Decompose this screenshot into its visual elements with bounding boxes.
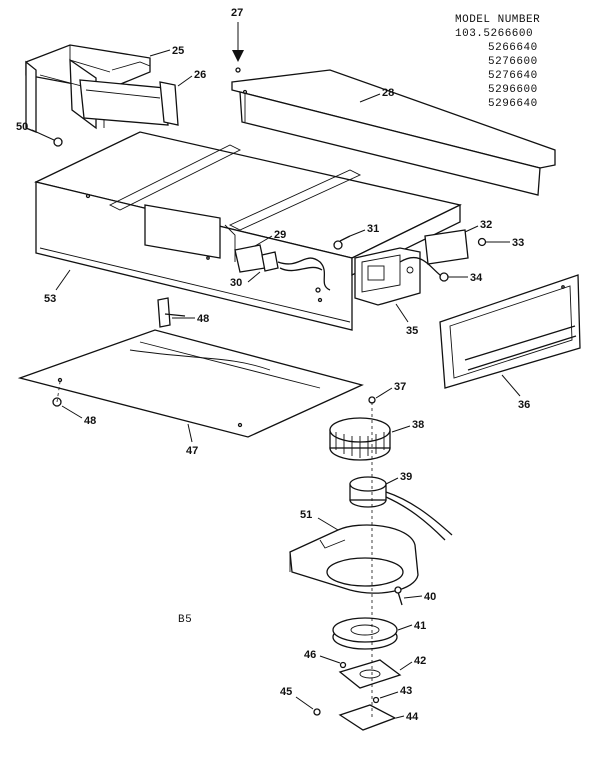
- svg-text:53: 53: [44, 293, 56, 305]
- part-29-30-switch-cord: [234, 244, 331, 293]
- part-48-screw: [52, 381, 62, 407]
- label-37: 37: [375, 381, 406, 399]
- label-27: 27: [231, 7, 243, 19]
- part-51-blower-housing: [289, 524, 419, 594]
- svg-text:38: 38: [412, 419, 424, 431]
- model-number-3: 5276600: [488, 56, 538, 68]
- svg-text:46: 46: [304, 649, 316, 661]
- model-number-2: 5266640: [488, 42, 538, 54]
- part-41-collar: [332, 617, 398, 650]
- part-26-damper-blade: [79, 79, 179, 126]
- part-33-screw: [477, 237, 487, 247]
- part-32-cover-plate: [424, 229, 469, 265]
- svg-text:28: 28: [382, 87, 394, 99]
- model-number-4: 5276640: [488, 70, 538, 82]
- model-number-heading: MODEL NUMBER: [455, 14, 540, 26]
- part-47-bottom-plate: [17, 329, 364, 438]
- label-40: 40: [403, 591, 436, 603]
- part-44-cover: [338, 704, 397, 731]
- label-39: 39: [385, 471, 412, 485]
- svg-text:30: 30: [230, 277, 242, 289]
- label-44: 44: [395, 711, 419, 723]
- svg-text:32: 32: [480, 219, 492, 231]
- label-31: 31: [349, 223, 379, 237]
- svg-text:41: 41: [414, 620, 426, 632]
- svg-text:34: 34: [470, 272, 483, 284]
- part-49-bracket: [157, 297, 186, 328]
- svg-text:27: 27: [231, 7, 243, 19]
- label-47: 47: [186, 423, 198, 457]
- svg-text:35: 35: [406, 325, 418, 337]
- label-50: 50: [16, 121, 55, 141]
- svg-text:47: 47: [186, 445, 198, 457]
- svg-text:48: 48: [84, 415, 96, 427]
- svg-text:25: 25: [172, 45, 184, 57]
- part-39-motor: [349, 476, 453, 541]
- label-41: 41: [397, 620, 426, 632]
- part-31-screw: [333, 235, 351, 250]
- svg-text:29: 29: [274, 229, 286, 241]
- svg-text:43: 43: [400, 685, 412, 697]
- svg-text:31: 31: [367, 223, 379, 235]
- part-28-duct-channel: [231, 69, 556, 196]
- label-33: 33: [486, 237, 524, 249]
- svg-text:36: 36: [518, 399, 530, 411]
- svg-text:39: 39: [400, 471, 412, 483]
- model-number-5: 5296600: [488, 84, 538, 96]
- label-48-lower: 48: [61, 405, 96, 427]
- model-number-block: MODEL NUMBER 103.5266600 5266640 5276600…: [455, 14, 540, 110]
- svg-text:50: 50: [16, 121, 28, 133]
- label-32: 32: [464, 219, 492, 233]
- label-48-upper: 48: [172, 313, 209, 325]
- label-46: 46: [304, 649, 341, 664]
- svg-text:40: 40: [424, 591, 436, 603]
- label-42: 42: [399, 655, 426, 671]
- page-code: B5: [178, 614, 192, 626]
- part-43-nut: [372, 696, 380, 704]
- svg-text:26: 26: [194, 69, 206, 81]
- svg-text:45: 45: [280, 686, 292, 698]
- label-45: 45: [280, 686, 314, 710]
- label-38: 38: [391, 419, 424, 433]
- part-27-screw-arrow: [232, 22, 244, 73]
- part-42-plate: [338, 659, 402, 689]
- part-40-screw: [394, 586, 403, 606]
- label-25: 25: [149, 45, 184, 57]
- label-26: 26: [177, 69, 206, 87]
- svg-text:51: 51: [300, 509, 312, 521]
- label-51: 51: [300, 509, 339, 531]
- label-43: 43: [379, 685, 412, 699]
- svg-text:44: 44: [406, 711, 419, 723]
- part-46-screw: [339, 661, 347, 669]
- svg-text:42: 42: [414, 655, 426, 667]
- svg-text:48: 48: [197, 313, 209, 325]
- svg-text:37: 37: [394, 381, 406, 393]
- label-30: 30: [230, 271, 261, 289]
- label-29: 29: [254, 229, 286, 247]
- part-50-screw: [53, 137, 63, 147]
- part-36-front-panel: [439, 274, 581, 389]
- label-36: 36: [501, 374, 530, 411]
- label-53: 53: [44, 269, 71, 305]
- svg-text:33: 33: [512, 237, 524, 249]
- model-number-6: 5296640: [488, 98, 538, 110]
- part-45-screw: [313, 708, 321, 716]
- label-35: 35: [395, 303, 418, 337]
- label-28: 28: [359, 87, 394, 103]
- part-35-control-bracket: [354, 247, 421, 306]
- model-number-1: 103.5266600: [455, 28, 533, 40]
- label-34: 34: [448, 272, 483, 284]
- part-38-blower-wheel: [329, 417, 391, 461]
